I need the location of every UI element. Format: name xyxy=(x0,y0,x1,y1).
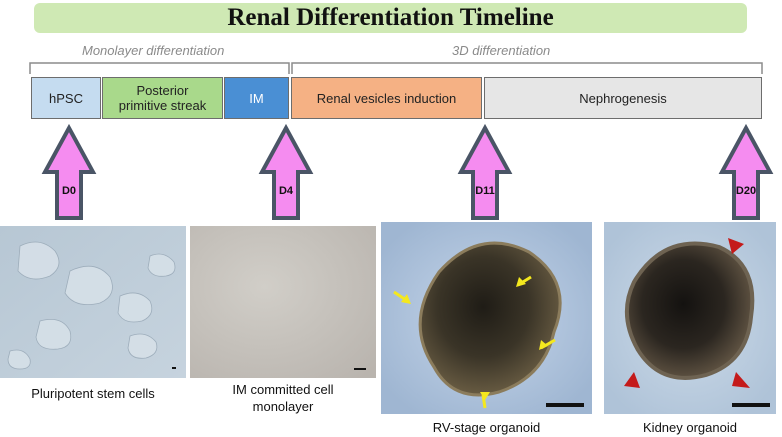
stage-hpsc: hPSC xyxy=(31,77,101,119)
photo-kidney-organoid xyxy=(604,222,776,414)
stage-im: IM xyxy=(224,77,289,119)
stage-posterior-primitive-streak: Posterior primitive streak xyxy=(102,77,223,119)
photo-im-committed-monolayer xyxy=(190,226,376,378)
bracket-3d xyxy=(291,62,763,74)
day-arrows: D0 D4 D11 D20 xyxy=(41,123,774,220)
day-label-d11: D11 xyxy=(475,185,495,197)
day-label-d0: D0 xyxy=(62,185,76,197)
day-arrow-d20: D20 xyxy=(718,123,774,220)
phase-label-monolayer: Monolayer differentiation xyxy=(82,43,225,58)
diagram-title: Renal Differentiation Timeline xyxy=(227,4,554,31)
day-label-d4: D4 xyxy=(279,185,294,197)
caption-rv-stage-organoid: RV-stage organoid xyxy=(432,420,541,435)
photo-rv-stage-organoid xyxy=(381,222,592,414)
stage-nephrogenesis: Nephrogenesis xyxy=(484,77,762,119)
caption-im-committed-monolayer: IM committed cell monolayer xyxy=(232,382,334,414)
day-label-d20: D20 xyxy=(736,185,756,197)
bracket-monolayer xyxy=(29,62,290,74)
day-arrow-d0: D0 xyxy=(41,123,97,220)
phase-label-3d: 3D differentiation xyxy=(452,43,551,58)
photo-pluripotent-stem-cells xyxy=(0,226,186,378)
day-arrow-d11: D11 xyxy=(457,123,513,220)
title-banner: Renal Differentiation Timeline xyxy=(34,3,747,33)
caption-pluripotent-stem-cells: Pluripotent stem cells xyxy=(31,386,155,401)
stage-renal-vesicles-induction: Renal vesicles induction xyxy=(291,77,482,119)
caption-kidney-organoid: Kidney organoid xyxy=(643,420,737,435)
day-arrow-d4: D4 xyxy=(258,123,314,220)
phase-brackets xyxy=(29,62,763,74)
